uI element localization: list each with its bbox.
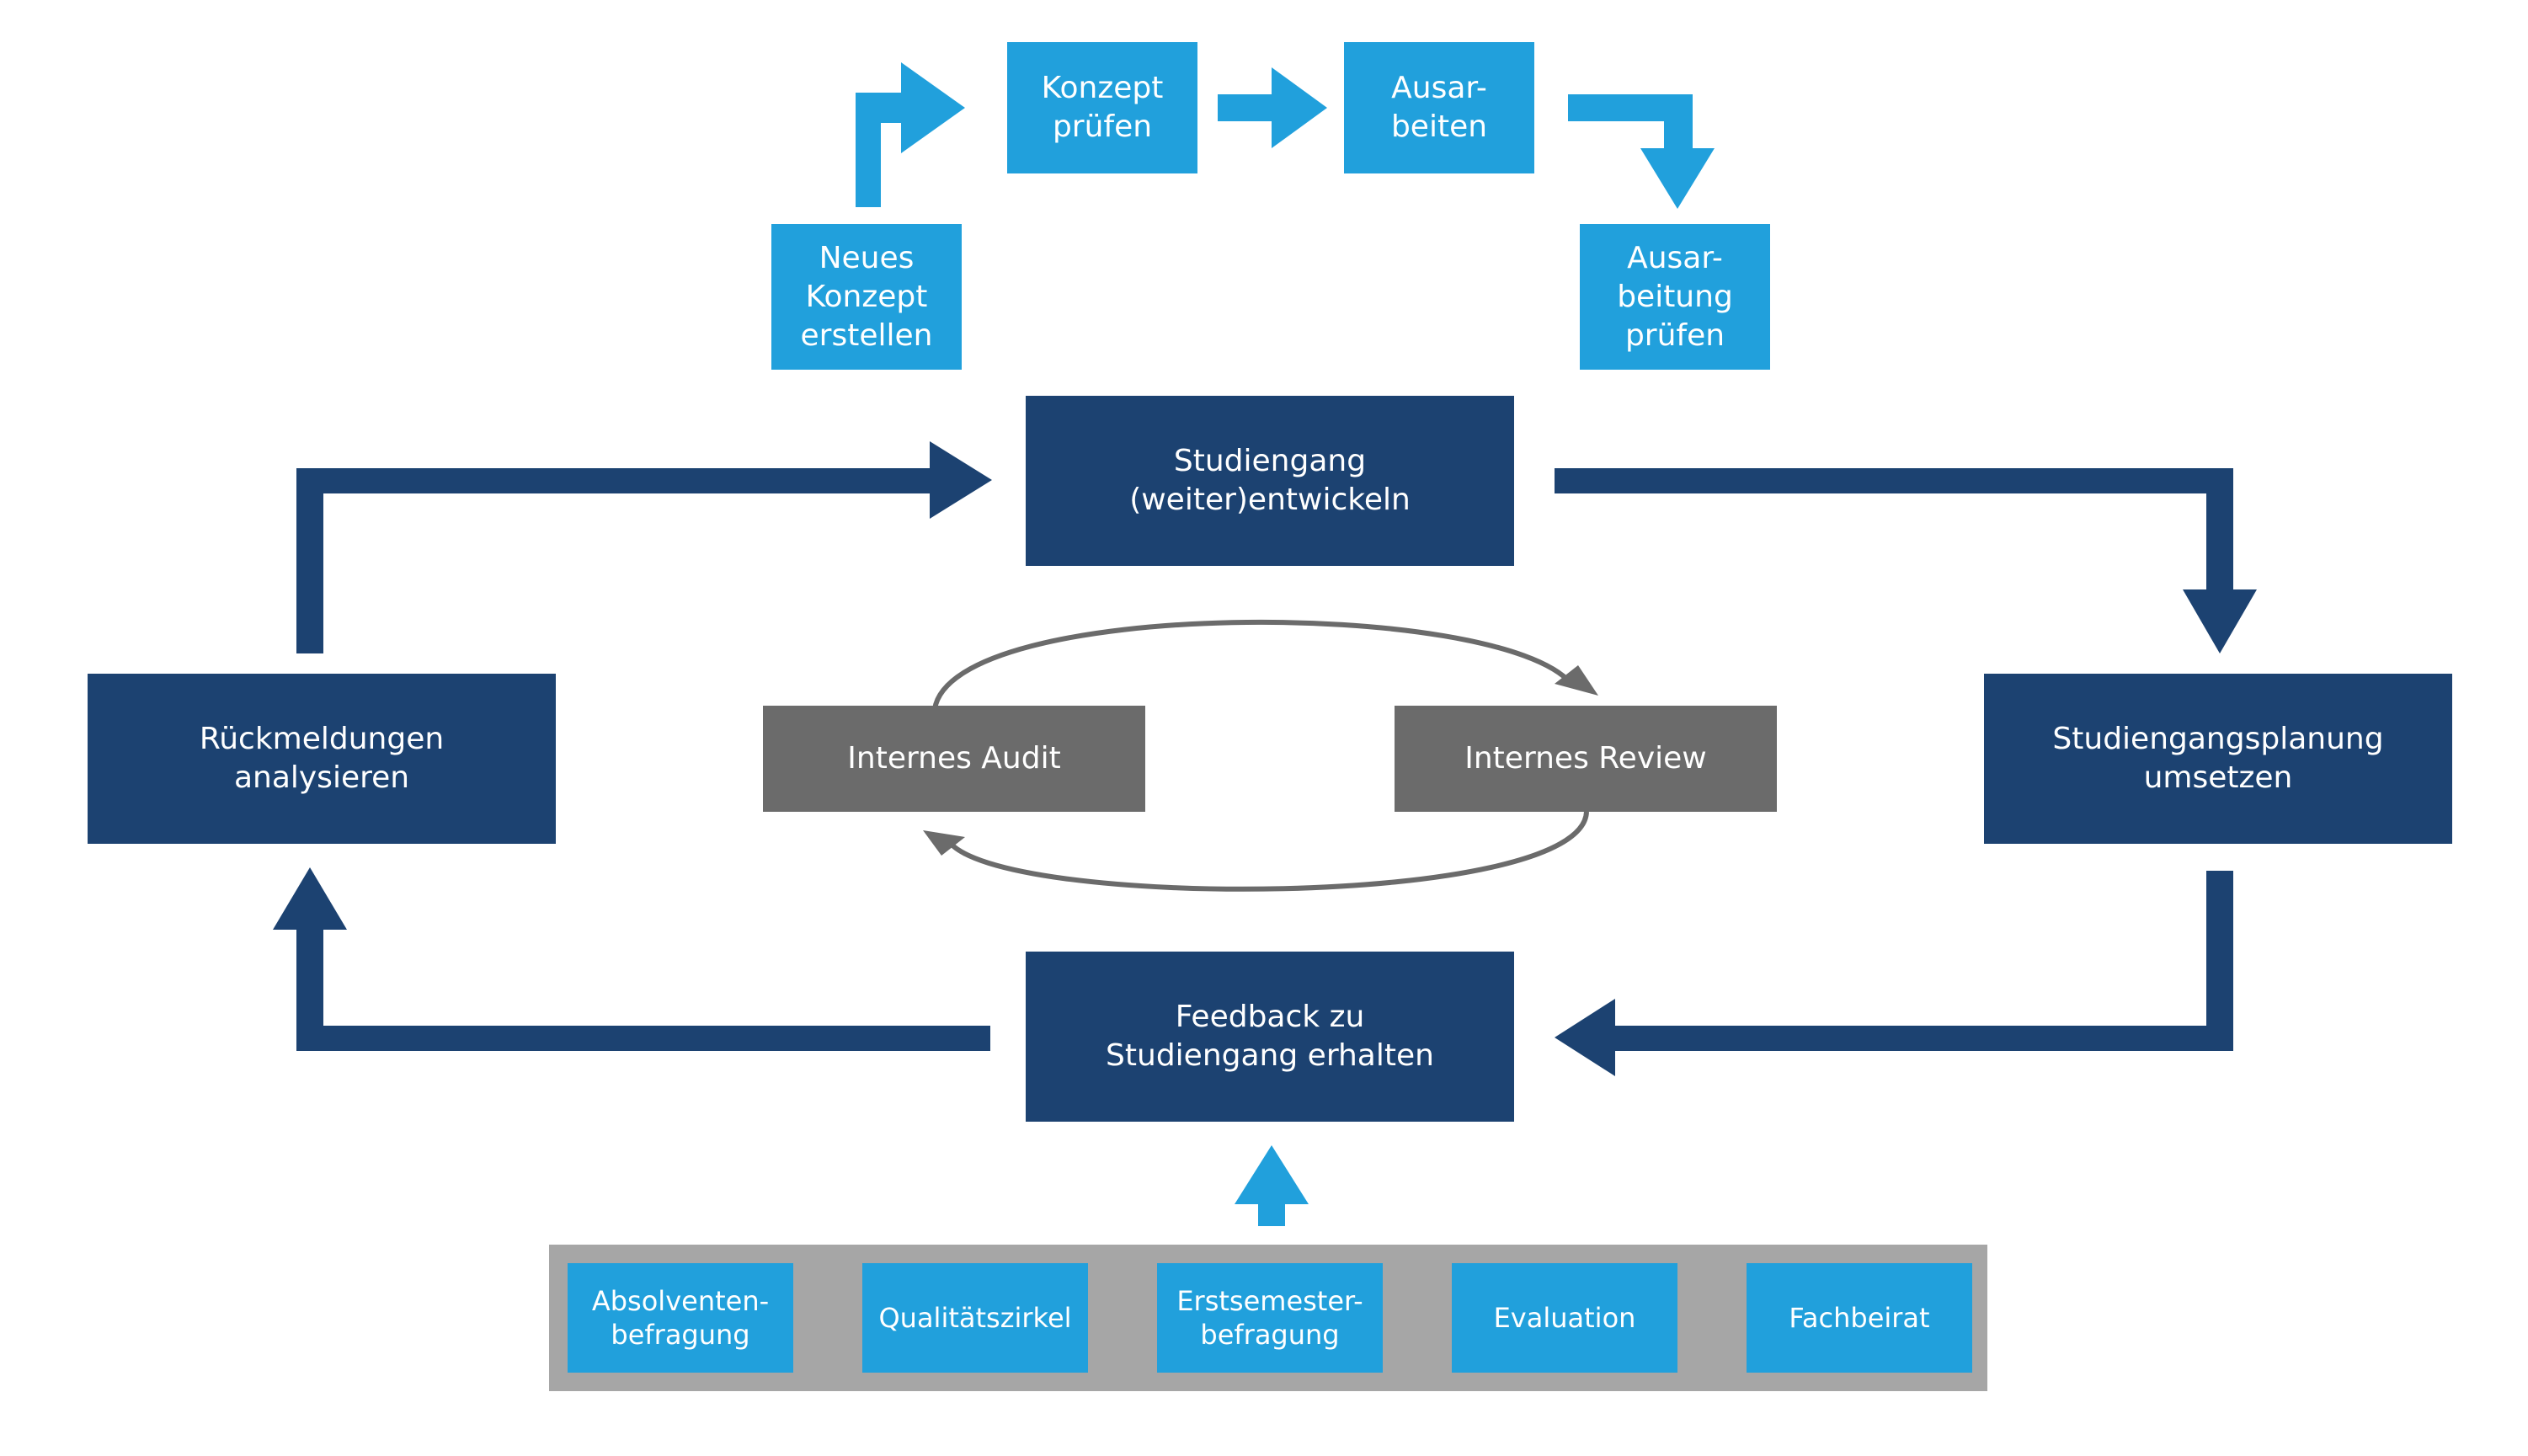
arrow-feedback-to-analyze	[273, 867, 990, 1051]
source-fachbeirat: Fachbeirat	[1747, 1263, 1972, 1373]
box-studiengang-weiterentwickeln: Studiengang (weiter)entwickeln	[1026, 396, 1514, 566]
box-internes-review: Internes Review	[1395, 706, 1777, 812]
box-ausarbeitung-pruefen: Ausar- beitung prüfen	[1580, 224, 1770, 370]
loop-arrowhead-review	[1555, 665, 1598, 696]
box-studiengangsplanung-umsetzen: Studiengangsplanung umsetzen	[1984, 674, 2452, 844]
arrow-implement-to-feedback	[1555, 871, 2233, 1076]
loop-arrowhead-audit	[923, 830, 965, 856]
box-konzept-pruefen: Konzept prüfen	[1007, 42, 1197, 173]
box-neues-konzept-erstellen: Neues Konzept erstellen	[771, 224, 962, 370]
arrow-new-to-check-concept	[856, 62, 965, 207]
source-absolventenbefragung: Absolventen- befragung	[568, 1263, 793, 1373]
loop-arrow-review-to-audit	[946, 811, 1589, 892]
arrow-analyze-to-develop	[296, 441, 992, 653]
loop-arrow-audit-to-review	[932, 619, 1574, 710]
source-erstsemesterbefragung: Erstsemester- befragung	[1157, 1263, 1383, 1373]
arrow-elaborate-to-check-elaboration	[1568, 94, 1715, 209]
box-rueckmeldungen-analysieren: Rückmeldungen analysieren	[88, 674, 556, 844]
arrow-sources-to-feedback	[1235, 1145, 1309, 1226]
arrow-develop-to-implement	[1555, 468, 2257, 653]
box-feedback-erhalten: Feedback zu Studiengang erhalten	[1026, 952, 1514, 1122]
box-ausarbeiten: Ausar- beiten	[1344, 42, 1534, 173]
arrow-check-to-elaborate	[1218, 67, 1327, 148]
source-evaluation: Evaluation	[1452, 1263, 1677, 1373]
source-qualitaetszirkel: Qualitätszirkel	[862, 1263, 1088, 1373]
box-internes-audit: Internes Audit	[763, 706, 1145, 812]
